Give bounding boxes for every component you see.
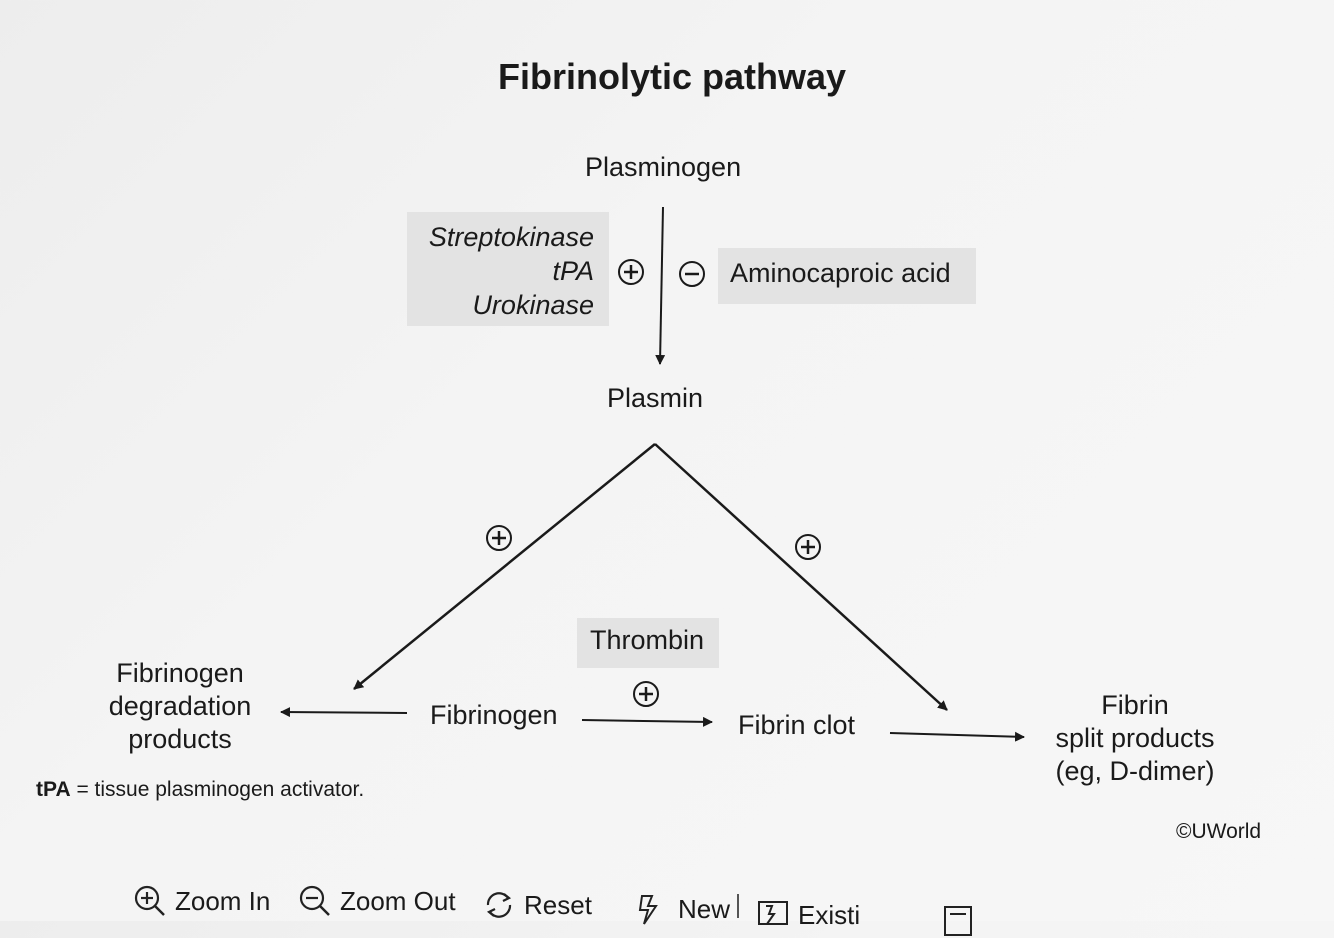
zoom-out-label: Zoom Out (340, 885, 456, 916)
plus-circle-icon (633, 681, 659, 707)
plus-circle-icon (795, 534, 821, 560)
fsp-line: Fibrin (1101, 690, 1169, 720)
image-toolbar: Zoom In Zoom Out Reset New Existi (0, 870, 1334, 936)
new-button[interactable]: New (636, 892, 730, 926)
footnote: tPA = tissue plasminogen activator. (36, 778, 364, 802)
fsp-line: split products (1055, 723, 1215, 753)
existing-icon (758, 901, 788, 925)
zoom-in-label: Zoom In (175, 885, 271, 916)
reset-button[interactable]: Reset (482, 888, 592, 922)
copyright: ©UWorld (1176, 820, 1262, 843)
plasmin-right-arrow (654, 443, 948, 711)
plasminogen-to-plasmin-arrow (655, 206, 666, 365)
existing-label: Existi (798, 899, 861, 930)
plus-circle-icon (486, 525, 512, 551)
reset-label: Reset (524, 889, 592, 920)
fibrinogen-label: Fibrinogen (430, 700, 558, 730)
footnote-text: = tissue plasminogen activator. (70, 778, 365, 801)
fibrinogen-to-clot-arrow (581, 716, 713, 727)
thrombin-label: Thrombin (590, 625, 705, 655)
toolbar-divider (737, 894, 739, 918)
plasmin-label: Plasmin (607, 383, 704, 413)
inhibitor-label: Aminocaproic acid (730, 258, 951, 288)
activator-urokinase: Urokinase (472, 290, 594, 320)
activator-tpa: tPA (552, 256, 594, 286)
clot-to-fsp-arrow (889, 731, 1025, 742)
reset-icon (486, 892, 512, 918)
fibrin-split-products-label: Fibrin split products (eg, D-dimer) (1040, 689, 1230, 788)
fibrin-clot-label: Fibrin clot (738, 710, 856, 740)
fdp-line: degradation (108, 691, 252, 721)
minus-circle-icon (679, 261, 705, 287)
zoom-out-icon (299, 885, 330, 916)
footnote-abbr: tPA (36, 778, 71, 801)
existing-button[interactable]: Existi (756, 898, 860, 932)
plasminogen-label: Plasminogen (585, 152, 742, 182)
thrombin-box (577, 618, 719, 668)
page-title: Fibrinolytic pathway (498, 56, 847, 97)
activators-box (407, 212, 609, 326)
plus-circle-icon (618, 259, 644, 285)
notes-button[interactable] (942, 904, 976, 938)
zoom-in-button[interactable]: Zoom In (133, 884, 270, 918)
fsp-line: (eg, D-dimer) (1055, 756, 1215, 786)
plasmin-left-arrow (353, 443, 656, 690)
new-icon (638, 895, 658, 925)
inhibitor-box (718, 248, 976, 304)
activators-list: Streptokinase tPA Urokinase (412, 220, 594, 322)
fibrinogen-to-fdp-arrow (280, 707, 408, 718)
zoom-out-button[interactable]: Zoom Out (298, 884, 456, 918)
zoom-in-icon (134, 885, 165, 916)
fdp-line: products (128, 724, 232, 754)
new-label: New (678, 893, 731, 924)
fibrinogen-degradation-products-label: Fibrinogen degradation products (100, 657, 260, 756)
notes-icon (944, 906, 972, 936)
fdp-line: Fibrinogen (116, 658, 244, 688)
activator-streptokinase: Streptokinase (428, 222, 594, 252)
